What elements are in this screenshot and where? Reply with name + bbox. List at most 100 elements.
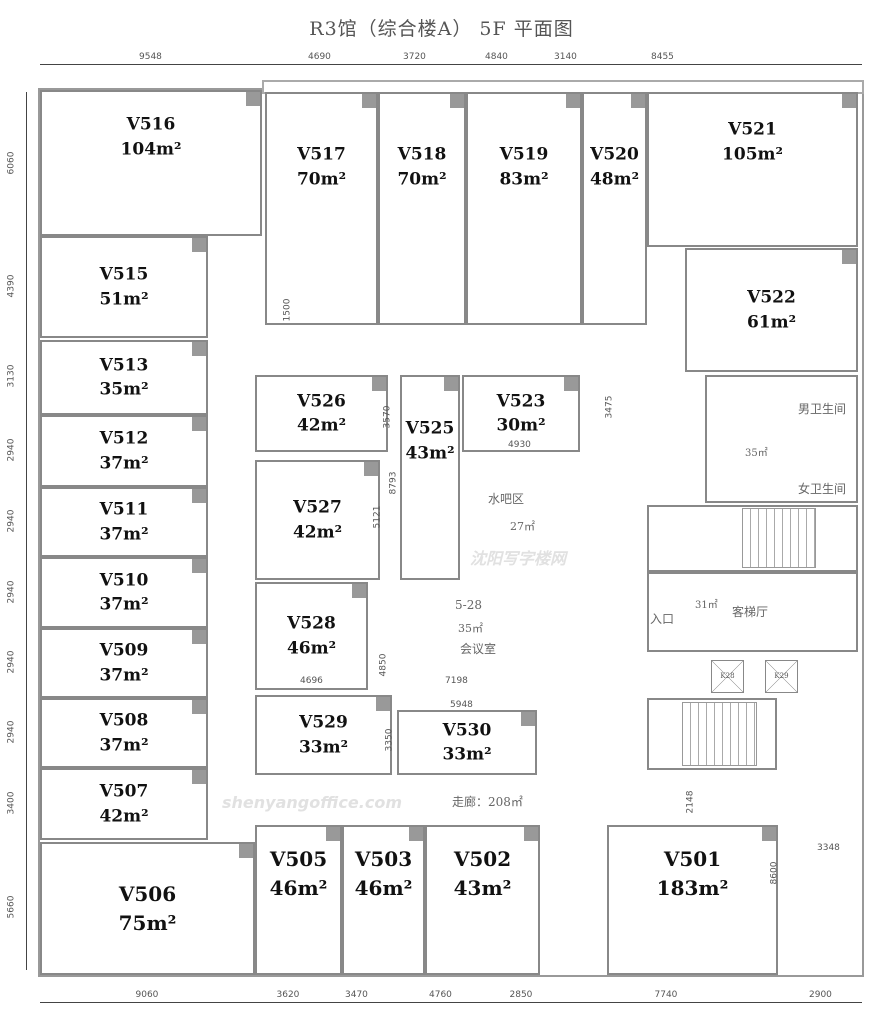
room-label: V528 46m² xyxy=(257,611,366,660)
room-id: V512 xyxy=(99,428,149,449)
entrance-label: 入口 xyxy=(650,612,675,626)
dimension-top: 4690 xyxy=(308,52,331,62)
column-marker xyxy=(192,489,206,503)
dimension-bottom: 2900 xyxy=(809,990,832,1000)
room-id: V527 xyxy=(293,497,342,518)
room-v528: V528 46m² xyxy=(255,582,368,690)
room-label: V512 37m² xyxy=(42,426,206,475)
column-marker xyxy=(192,630,206,644)
dimension-inner: 4696 xyxy=(300,676,323,686)
dimension-bottom: 3620 xyxy=(276,990,300,1000)
room-area: 183m² xyxy=(656,875,729,900)
dimension-left: 3130 xyxy=(6,364,17,387)
dimension-bottom: 7740 xyxy=(654,990,678,1000)
room-area: 46m² xyxy=(269,875,328,900)
column-marker xyxy=(450,94,464,108)
water-bar-label: 水吧区 xyxy=(488,492,525,506)
room-area: 30m² xyxy=(496,415,546,436)
room-v501: V501 183m² xyxy=(607,825,778,975)
room-v518: V518 70m² xyxy=(378,92,466,325)
room-area: 105m² xyxy=(722,144,783,165)
room-area: 37m² xyxy=(99,453,149,473)
column-marker xyxy=(192,342,206,356)
room-area: 46m² xyxy=(286,638,337,658)
column-marker xyxy=(842,250,856,264)
room-area: 51m² xyxy=(99,289,149,309)
room-area: 42m² xyxy=(99,806,149,826)
column-marker xyxy=(364,462,378,476)
column-marker xyxy=(524,827,538,841)
dimension-left: 2940 xyxy=(6,509,17,533)
room-area: 42m² xyxy=(292,522,343,542)
dimension-inner: 8600 xyxy=(769,861,780,885)
dimension-inner: 4930 xyxy=(508,440,531,450)
room-label: V503 46m² xyxy=(344,845,423,903)
room-id: V528 xyxy=(287,613,336,634)
room-id: V522 xyxy=(747,287,796,308)
room-label: V523 30m² xyxy=(464,389,578,438)
column-marker xyxy=(566,94,580,108)
men-restroom-label: 男卫生间 xyxy=(798,402,847,416)
room-label: V527 42m² xyxy=(257,495,378,544)
room-id: V518 xyxy=(397,144,447,165)
left-dimension-line xyxy=(26,92,27,970)
room-label: V518 70m² xyxy=(380,143,464,192)
dimension-bottom: 3470 xyxy=(345,990,368,1000)
column-marker xyxy=(372,377,386,391)
column-marker xyxy=(192,770,206,784)
column-marker xyxy=(444,377,458,391)
column-marker xyxy=(409,827,423,841)
dimension-bottom: 4760 xyxy=(429,990,452,1000)
room-area: 61m² xyxy=(746,312,797,332)
column-marker xyxy=(521,712,535,726)
room-id: V517 xyxy=(297,144,346,165)
room-area: 46m² xyxy=(354,875,413,900)
room-area: 70m² xyxy=(296,169,347,190)
dimension-top: 3720 xyxy=(403,52,426,62)
room-id: V501 xyxy=(663,846,722,871)
dimension-inner: 3570 xyxy=(382,405,393,429)
watermark-cn: 沈阳写字楼网 xyxy=(470,549,567,568)
room-v523: V523 30m² xyxy=(462,375,580,452)
restroom-block xyxy=(705,375,858,503)
room-area: 35m² xyxy=(99,379,149,400)
dimension-inner: 2148 xyxy=(685,790,696,814)
room-area: 70m² xyxy=(397,169,447,190)
room-area: 42m² xyxy=(296,415,347,436)
room-id: V523 xyxy=(496,390,546,411)
room-v522: V522 61m² xyxy=(685,248,858,372)
column-marker xyxy=(362,94,376,108)
top-dimension-line xyxy=(40,64,862,65)
elevator-k29: K29 xyxy=(765,660,798,693)
column-marker xyxy=(352,584,366,598)
room-id: V503 xyxy=(354,846,413,871)
room-area: 43m² xyxy=(453,875,512,900)
dimension-left: 2940 xyxy=(6,438,17,462)
dimension-inner: 3348 xyxy=(817,843,840,853)
staircase-north xyxy=(742,508,816,568)
